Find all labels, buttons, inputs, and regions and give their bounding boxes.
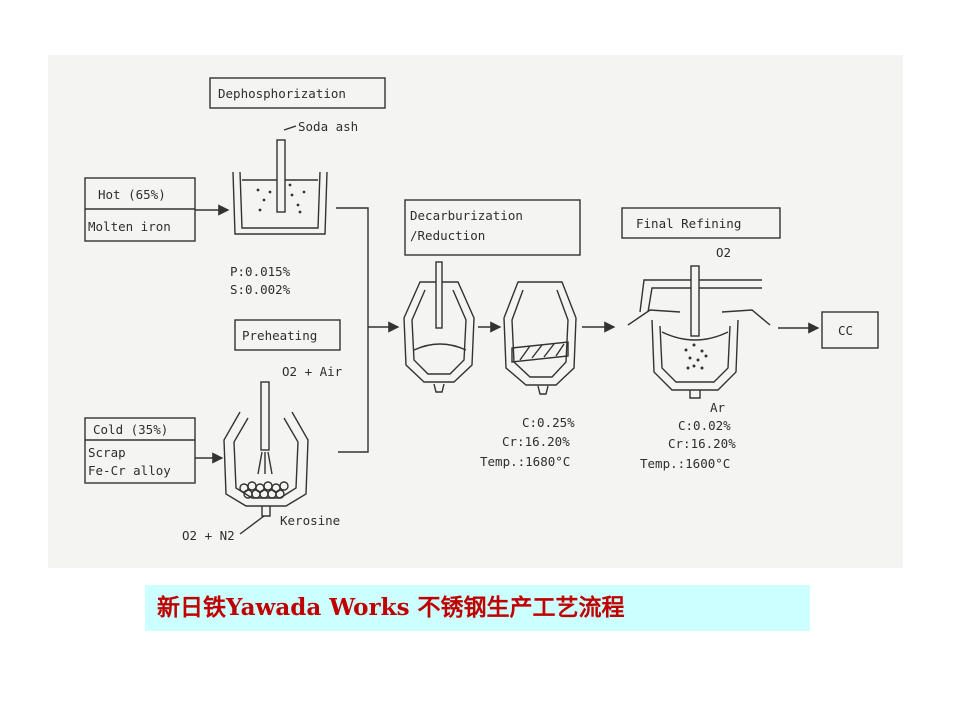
caption-banner: 新日铁Yawada Works 不锈钢生产工艺流程 xyxy=(145,585,810,631)
o2-n2-label: O2 + N2 xyxy=(182,528,235,543)
hot-label: Hot (65%) xyxy=(98,187,166,202)
decarb-temp-label: Temp.:1680°C xyxy=(480,454,570,469)
dephos-vessel xyxy=(232,139,328,235)
preheating-box xyxy=(234,319,341,351)
final-refining-label: Final Refining xyxy=(636,216,741,231)
final-refining-vessel xyxy=(627,265,771,399)
decarb-box xyxy=(404,199,581,256)
o2-label: O2 xyxy=(716,245,731,260)
molten-iron-label: Molten iron xyxy=(88,219,171,234)
dephos-label: Dephosphorization xyxy=(218,86,346,101)
scrap-label: Scrap xyxy=(88,445,126,460)
cold-label: Cold (35%) xyxy=(93,422,168,437)
reduction-label: /Reduction xyxy=(410,228,485,243)
soda-ash-pointer xyxy=(283,125,297,131)
decarb-label: Decarburization xyxy=(410,208,523,223)
final-cr-label: Cr:16.20% xyxy=(668,436,736,451)
final-refining-box xyxy=(621,207,781,239)
final-temp-label: Temp.:1600°C xyxy=(640,456,730,471)
fecr-label: Fe-Cr alloy xyxy=(88,463,171,478)
decarb-c-label: C:0.25% xyxy=(522,415,575,430)
p-content-label: P:0.015% xyxy=(230,264,291,279)
decarb-cr-label: Cr:16.20% xyxy=(502,434,570,449)
dephos-box xyxy=(209,77,386,109)
s-content-label: S:0.002% xyxy=(230,282,291,297)
cold-charge-box xyxy=(84,417,196,484)
cc-label: CC xyxy=(838,323,853,338)
preheating-label: Preheating xyxy=(242,328,317,343)
preheating-vessel xyxy=(223,381,309,517)
soda-ash-label: Soda ash xyxy=(298,119,358,134)
cc-box xyxy=(821,311,879,349)
kerosine-label: Kerosine xyxy=(280,513,340,528)
merge-line-top xyxy=(336,207,369,453)
ar-label: Ar xyxy=(710,400,726,415)
decarb-converter-2 xyxy=(503,281,577,395)
final-c-label: C:0.02% xyxy=(678,418,731,433)
decarb-converter-1 xyxy=(403,261,475,393)
o2-air-label: O2 + Air xyxy=(282,364,343,379)
